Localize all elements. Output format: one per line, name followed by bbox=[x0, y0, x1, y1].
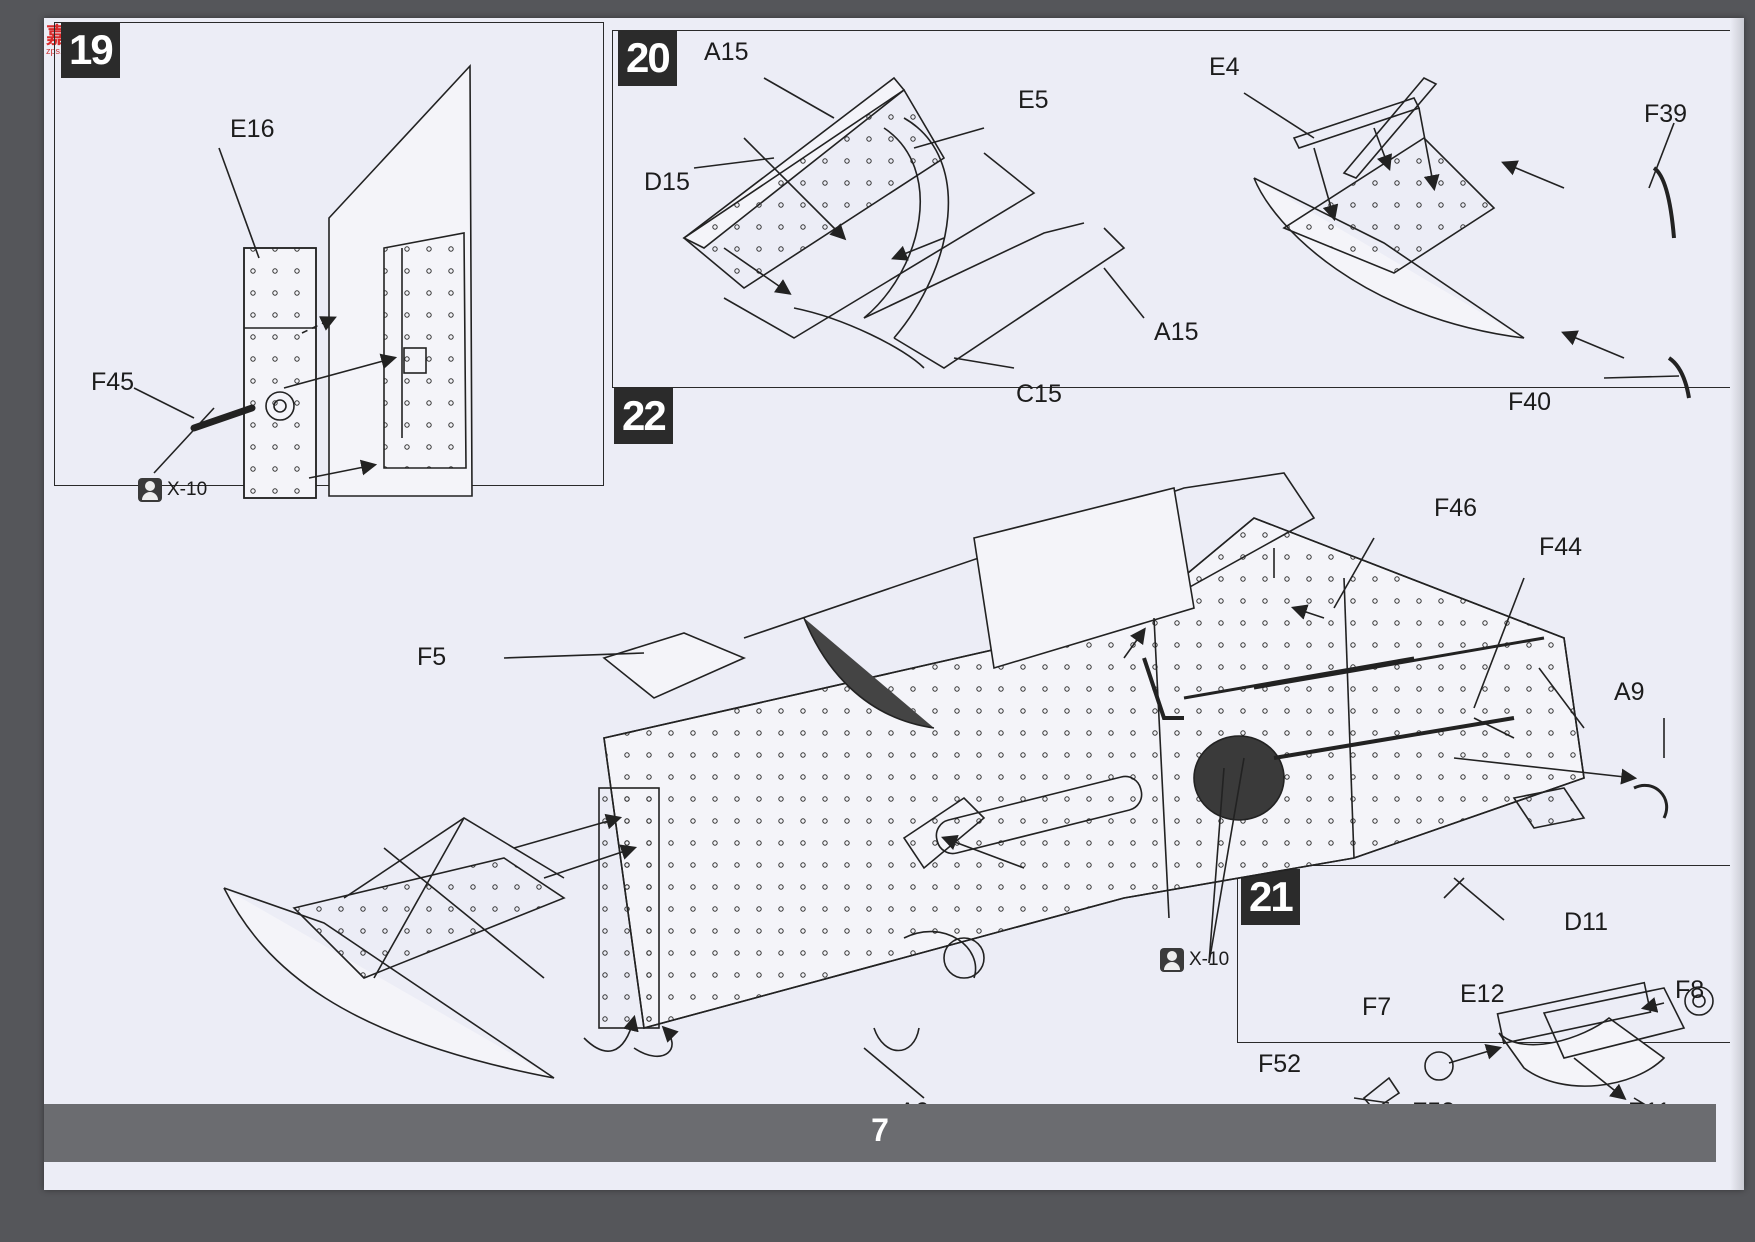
step-22-sled-drawing bbox=[223, 652, 679, 1079]
part-label-f45: F45 bbox=[91, 368, 135, 396]
part-label-f40: F40 bbox=[1508, 388, 1552, 416]
page-footer: 7 bbox=[44, 1104, 1716, 1162]
step-20-left-drawing bbox=[682, 76, 1145, 369]
part-label-c15: C15 bbox=[1016, 380, 1062, 408]
page-edge-shadow bbox=[1730, 18, 1744, 1190]
step-19-drawing bbox=[133, 63, 473, 499]
step-21-badge: 21 bbox=[1241, 869, 1300, 925]
part-label-a15-right: A15 bbox=[1154, 318, 1199, 346]
person-icon bbox=[1160, 948, 1184, 972]
step-22-hull-drawing bbox=[598, 472, 1669, 1099]
part-label-e12: E12 bbox=[1460, 980, 1505, 1008]
part-label-e16: E16 bbox=[230, 115, 275, 143]
step-22-badge: 22 bbox=[614, 388, 673, 444]
tool-label: X-10 bbox=[1189, 949, 1230, 970]
part-label-f7: F7 bbox=[1362, 993, 1392, 1021]
person-icon bbox=[138, 478, 162, 502]
part-label-f5: F5 bbox=[417, 643, 447, 671]
part-label-f8: F8 bbox=[1675, 976, 1705, 1004]
part-label-f46: F46 bbox=[1434, 494, 1478, 522]
part-label-e5: E5 bbox=[1018, 86, 1049, 114]
tool-callout-19: X-10 bbox=[138, 478, 207, 502]
part-label-a15-top: A15 bbox=[704, 38, 749, 66]
part-label-a9-right: A9 bbox=[1614, 678, 1645, 706]
step-20-badge: 20 bbox=[618, 30, 677, 86]
part-label-f52: F52 bbox=[1258, 1050, 1302, 1078]
part-label-d15: D15 bbox=[644, 168, 690, 196]
part-label-f39: F39 bbox=[1644, 100, 1688, 128]
step-19-badge: 19 bbox=[61, 22, 120, 78]
step-20-panel bbox=[612, 30, 1739, 388]
step-21-panel bbox=[1237, 865, 1738, 1043]
step-21-drawing bbox=[1353, 981, 1714, 1140]
tool-label: X-10 bbox=[167, 479, 208, 500]
instruction-page: 嘉网 zps.zsyu.com 19 20 22 21 bbox=[44, 18, 1744, 1190]
part-label-d11: D11 bbox=[1564, 908, 1609, 936]
assembly-line-art bbox=[133, 63, 1714, 1140]
page-number: 7 bbox=[871, 1112, 889, 1148]
part-label-e4: E4 bbox=[1209, 53, 1240, 81]
tool-callout-22: X-10 bbox=[1160, 948, 1229, 972]
step-20-right-drawing bbox=[1243, 77, 1691, 399]
part-label-f44: F44 bbox=[1539, 533, 1583, 561]
